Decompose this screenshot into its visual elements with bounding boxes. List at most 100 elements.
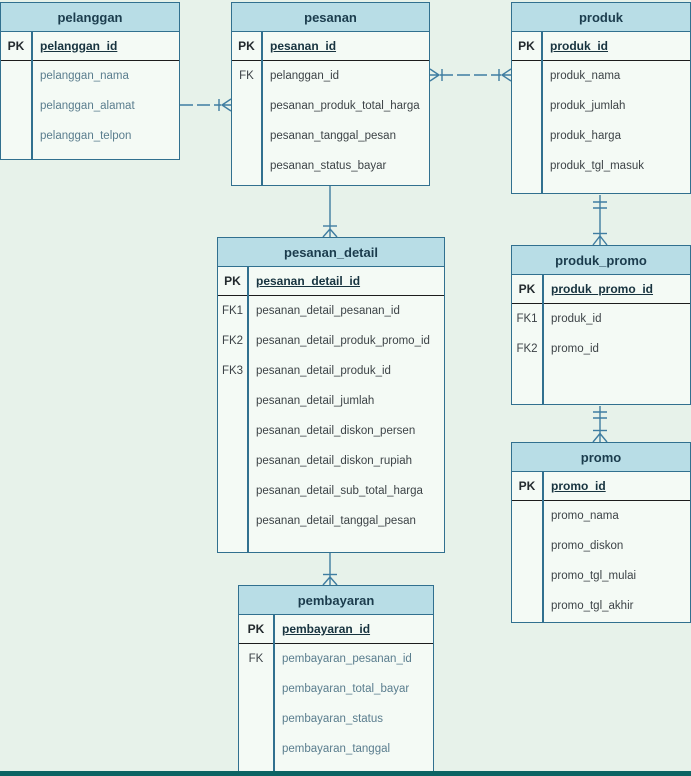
- field-name: pesanan_detail_jumlah: [256, 395, 375, 407]
- table-title: pesanan: [232, 3, 429, 32]
- field-row: promo_tgl_akhir: [512, 591, 690, 621]
- field-row: promo_diskon: [512, 531, 690, 561]
- field-row: pesanan_detail_diskon_persen: [218, 416, 444, 446]
- field-name: pelanggan_telpon: [40, 130, 132, 142]
- field-row: pembayaran_status: [239, 704, 433, 734]
- connector-produk_promo-promo[interactable]: [592, 406, 608, 443]
- pk-row: PK pesanan_id: [232, 32, 429, 61]
- pk-row: PK pesanan_detail_id: [218, 267, 444, 296]
- field-name: pesanan_produk_total_harga: [270, 100, 420, 112]
- field-row: pesanan_tanggal_pesan: [232, 121, 429, 151]
- window-edge-bar: [0, 771, 691, 776]
- field-name: pesanan_detail_diskon_rupiah: [256, 455, 413, 467]
- field-row: pelanggan_telpon: [1, 121, 179, 151]
- column-divider: [541, 32, 543, 193]
- pk-key-label: PK: [238, 39, 255, 53]
- field-row: pesanan_detail_jumlah: [218, 386, 444, 416]
- field-row: produk_harga: [512, 121, 690, 151]
- field-name: produk_nama: [550, 70, 621, 82]
- table-title: produk: [512, 3, 690, 32]
- field-name: pesanan_status_bayar: [270, 160, 387, 172]
- field-name: pesanan_tanggal_pesan: [270, 130, 396, 142]
- field-name: pelanggan_alamat: [40, 100, 135, 112]
- column-divider: [273, 615, 275, 774]
- field-row: produk_tgl_masuk: [512, 151, 690, 181]
- pk-row: PK pembayaran_id: [239, 615, 433, 644]
- field-name: produk_id: [551, 313, 602, 325]
- table-produk_promo[interactable]: produk_promo PK produk_promo_id FK1 produ…: [511, 245, 691, 405]
- fk-key-label: FK1: [221, 305, 244, 317]
- table-title: produk_promo: [512, 246, 690, 275]
- field-name: pesanan_detail_sub_total_harga: [256, 485, 423, 497]
- table-produk[interactable]: produk PK produk_id produk_nama produk_ju…: [511, 2, 691, 194]
- field-name: produk_jumlah: [550, 100, 626, 112]
- field-name: produk_harga: [550, 130, 621, 142]
- field-row: pesanan_detail_tanggal_pesan: [218, 506, 444, 536]
- pk-key-label: PK: [247, 622, 265, 636]
- field-row: FK2 promo_id: [512, 334, 690, 364]
- field-name: pesanan_detail_produk_id: [256, 365, 391, 377]
- fk-key-label: FK3: [221, 365, 244, 377]
- field-name: promo_diskon: [551, 540, 624, 552]
- field-name: promo_tgl_akhir: [551, 600, 634, 612]
- pk-key-label: PK: [224, 274, 241, 288]
- fk-key-label: FK: [248, 653, 264, 665]
- pk-row: PK pelanggan_id: [1, 32, 179, 61]
- connector-pesanan_detail-pembayaran[interactable]: [322, 553, 338, 586]
- field-name: pesanan_detail_produk_promo_id: [256, 335, 430, 347]
- connector-pesanan-pesanan_detail[interactable]: [322, 186, 338, 238]
- field-name: pesanan_detail_pesanan_id: [256, 305, 400, 317]
- column-divider: [542, 472, 544, 622]
- field-row: promo_nama: [512, 501, 690, 531]
- fk-key-label: FK2: [516, 343, 538, 355]
- pk-field-name: pesanan_id: [270, 39, 337, 53]
- field-row: promo_tgl_mulai: [512, 561, 690, 591]
- field-name: pembayaran_tanggal: [282, 743, 391, 755]
- field-row: pembayaran_tanggal: [239, 734, 433, 764]
- pk-field-name: promo_id: [551, 479, 606, 493]
- table-title: promo: [512, 443, 690, 472]
- field-row: FK1 produk_id: [512, 304, 690, 334]
- field-row: pesanan_detail_diskon_rupiah: [218, 446, 444, 476]
- field-name: pembayaran_pesanan_id: [282, 653, 412, 665]
- connector-produk-produk_promo[interactable]: [592, 195, 608, 246]
- table-title: pesanan_detail: [218, 238, 444, 267]
- field-row: pembayaran_total_bayar: [239, 674, 433, 704]
- field-row: pesanan_status_bayar: [232, 151, 429, 181]
- connector-pesanan-produk[interactable]: [429, 68, 512, 82]
- field-row: pelanggan_nama: [1, 61, 179, 91]
- field-name: pembayaran_status: [282, 713, 384, 725]
- pk-field-name: produk_id: [550, 39, 609, 53]
- field-row: FK1 pesanan_detail_pesanan_id: [218, 296, 444, 326]
- pk-key-label: PK: [518, 39, 535, 53]
- pk-field-name: pembayaran_id: [282, 622, 371, 636]
- fk-key-label: FK: [239, 70, 254, 82]
- field-row: FK pembayaran_pesanan_id: [239, 644, 433, 674]
- field-row: pelanggan_alamat: [1, 91, 179, 121]
- table-pembayaran[interactable]: pembayaran PK pembayaran_id FK pembayaran…: [238, 585, 434, 775]
- table-title: pelanggan: [1, 3, 179, 32]
- field-row: FK3 pesanan_detail_produk_id: [218, 356, 444, 386]
- pk-row: PK promo_id: [512, 472, 690, 501]
- pk-row: PK produk_promo_id: [512, 275, 690, 304]
- field-name: pelanggan_nama: [40, 70, 129, 82]
- field-row: FK pelanggan_id: [232, 61, 429, 91]
- field-row: produk_jumlah: [512, 91, 690, 121]
- fk-key-label: FK1: [516, 313, 538, 325]
- pk-field-name: produk_promo_id: [551, 282, 654, 296]
- pk-field-name: pesanan_detail_id: [256, 274, 361, 288]
- column-divider: [31, 32, 33, 159]
- field-name: pelanggan_id: [270, 70, 340, 82]
- table-pesanan_detail[interactable]: pesanan_detail PK pesanan_detail_id FK1 p…: [217, 237, 445, 553]
- field-name: pesanan_detail_diskon_persen: [256, 425, 416, 437]
- field-name: pembayaran_total_bayar: [282, 683, 410, 695]
- table-pelanggan[interactable]: pelanggan PK pelanggan_id pelanggan_nama…: [0, 2, 180, 160]
- table-title: pembayaran: [239, 586, 433, 615]
- field-row: pesanan_detail_sub_total_harga: [218, 476, 444, 506]
- field-name: promo_id: [551, 343, 599, 355]
- connector-pelanggan-pesanan[interactable]: [180, 98, 232, 112]
- table-promo[interactable]: promo PK promo_id promo_nama promo_diskon…: [511, 442, 691, 623]
